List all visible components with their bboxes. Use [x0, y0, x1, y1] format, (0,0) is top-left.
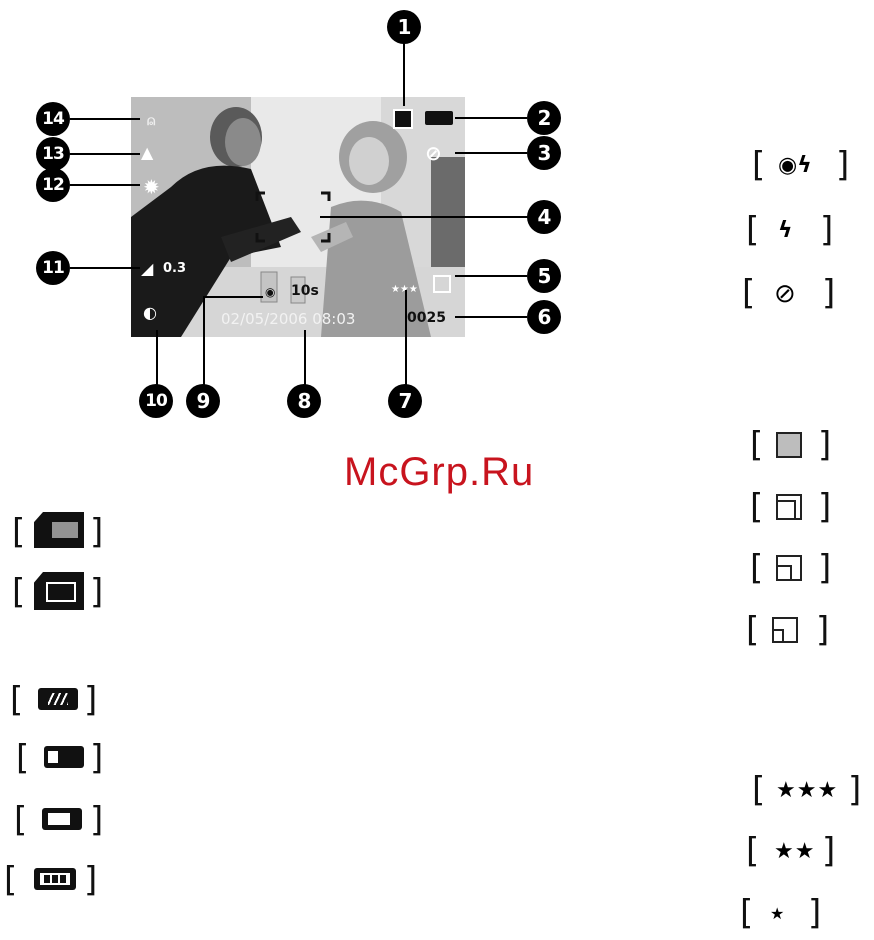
bracket-left: [ — [16, 738, 29, 778]
quality-three-stars: ★★★ — [776, 771, 838, 811]
leader-line-11 — [70, 267, 140, 269]
bracket-right: ] — [820, 210, 833, 250]
bracket-left: [ — [746, 610, 759, 650]
callout-14: 14 — [36, 102, 70, 136]
battery-empty-dots — [44, 875, 66, 883]
callout-8: 8 — [287, 384, 321, 418]
bracket-left: [ — [752, 770, 765, 810]
bracket-right: ] — [84, 860, 97, 900]
quality-two-stars: ★★ — [774, 832, 815, 872]
leader-line-9a — [203, 296, 205, 386]
flash-off-icon: ⊘ — [774, 274, 796, 314]
quality-one-star: ★ — [770, 894, 785, 934]
bracket-right: ] — [90, 800, 103, 840]
bracket-left: [ — [750, 548, 763, 588]
bracket-right: ] — [848, 770, 861, 810]
leader-line-13 — [70, 153, 140, 155]
bracket-right: ] — [836, 145, 849, 185]
bracket-left: [ — [746, 831, 759, 871]
callout-1: 1 — [387, 10, 421, 44]
callout-6: 6 — [527, 300, 561, 334]
leader-line-6 — [455, 316, 527, 318]
callout-13: 13 — [36, 137, 70, 171]
leader-line-3 — [455, 152, 527, 154]
bracket-right: ] — [818, 548, 831, 588]
callout-2: 2 — [527, 101, 561, 135]
callout-9: 9 — [186, 384, 220, 418]
bracket-left: [ — [750, 487, 763, 527]
bracket-left: [ — [752, 145, 765, 185]
leader-line-8 — [304, 330, 306, 386]
leader-line-10 — [156, 330, 158, 386]
size-full-icon — [776, 432, 802, 458]
sd-card-icon-detail — [46, 582, 76, 602]
leader-line-7 — [405, 290, 407, 386]
leader-line-4 — [320, 216, 528, 218]
leader-line-12 — [70, 184, 140, 186]
leader-line-9b — [203, 296, 263, 298]
size-large-inner — [776, 500, 796, 520]
callout-7: 7 — [388, 384, 422, 418]
bracket-right: ] — [90, 738, 103, 778]
callout-12: 12 — [36, 168, 70, 202]
bracket-left: [ — [746, 210, 759, 250]
size-small-inner — [772, 629, 784, 643]
flash-redeye-icon: ◉ϟ — [778, 146, 812, 186]
bracket-right: ] — [822, 831, 835, 871]
battery-medium-gap — [48, 751, 58, 763]
leader-line-2 — [455, 117, 527, 119]
bracket-right: ] — [816, 610, 829, 650]
leader-line-5 — [455, 275, 527, 277]
watermark: McGrp.Ru — [344, 450, 534, 495]
callout-10: 10 — [139, 384, 173, 418]
bracket-left: [ — [4, 860, 17, 900]
bracket-right: ] — [90, 572, 103, 612]
callout-3: 3 — [527, 136, 561, 170]
battery-low-gap — [48, 813, 70, 825]
bracket-right: ] — [808, 893, 821, 933]
bracket-right: ] — [84, 680, 97, 720]
internal-memory-icon-detail — [52, 522, 78, 538]
flash-on-icon: ϟ — [778, 211, 793, 251]
size-medium-inner — [776, 565, 792, 581]
bracket-right: ] — [90, 512, 103, 552]
leader-line-14 — [70, 118, 140, 120]
leader-line-1 — [403, 42, 405, 106]
bracket-right: ] — [818, 425, 831, 465]
bracket-left: [ — [12, 572, 25, 612]
bracket-right: ] — [818, 487, 831, 527]
bracket-left: [ — [14, 800, 27, 840]
battery-full-bars — [48, 693, 68, 705]
bracket-left: [ — [750, 425, 763, 465]
callout-5: 5 — [527, 259, 561, 293]
bracket-left: [ — [740, 893, 753, 933]
callout-11: 11 — [36, 251, 70, 285]
bracket-left: [ — [742, 273, 755, 313]
callout-4: 4 — [527, 200, 561, 234]
bracket-left: [ — [10, 680, 23, 720]
bracket-right: ] — [822, 273, 835, 313]
bracket-left: [ — [12, 512, 25, 552]
